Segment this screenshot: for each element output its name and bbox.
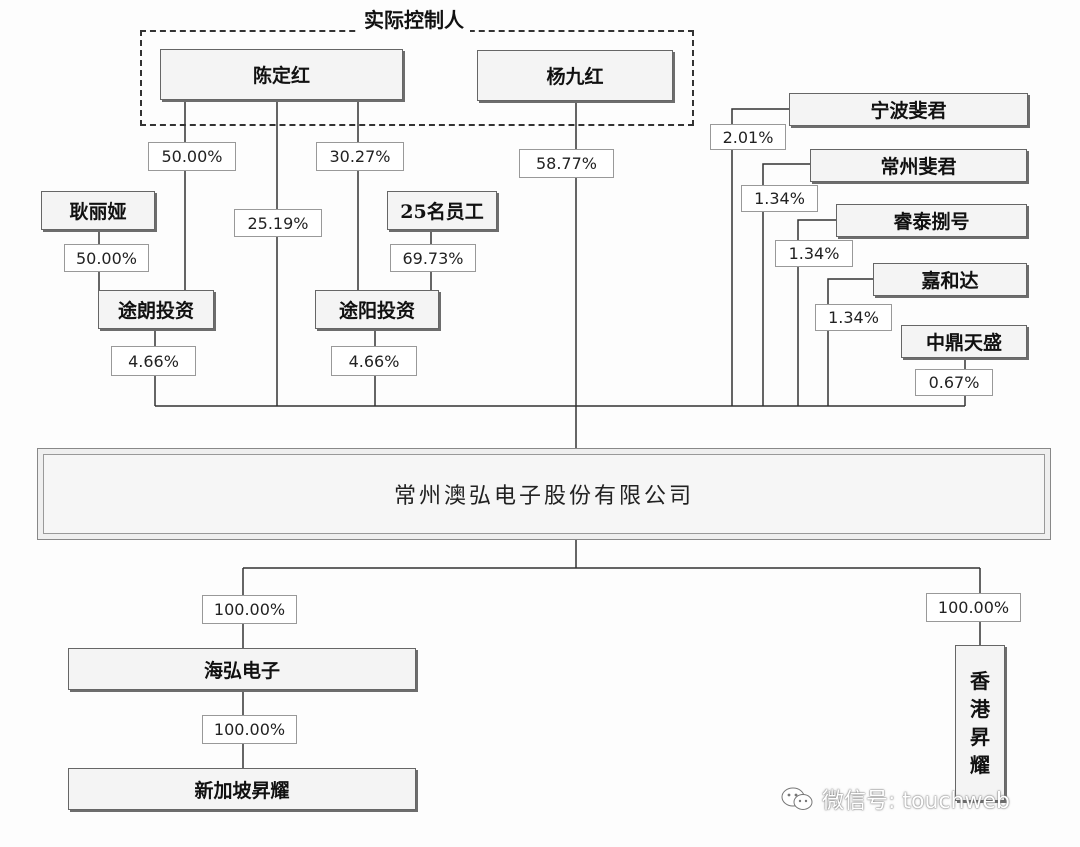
pct-yang-direct: 58.77%	[519, 149, 614, 178]
node-hk-char-1: 香	[970, 669, 990, 693]
pct-tulang-company: 4.66%	[111, 346, 196, 376]
pct-ningbo: 2.01%	[710, 124, 786, 150]
node-yang: 杨九红	[477, 50, 673, 101]
watermark: 微信号: touchweb	[780, 783, 1010, 815]
pct-tuyang-company: 4.66%	[331, 346, 417, 376]
node-chen: 陈定红	[160, 49, 403, 100]
node-geng: 耿丽娅	[41, 191, 155, 230]
node-rongtai: 睿泰捌号	[836, 204, 1027, 237]
node-company: 常州澳弘电子股份有限公司	[37, 448, 1051, 540]
node-ningbo: 宁波斐君	[789, 93, 1028, 126]
node-haihong: 海弘电子	[68, 648, 416, 690]
pct-changzhou: 1.34%	[741, 185, 818, 212]
watermark-text: 微信号: touchweb	[822, 789, 1010, 814]
node-hk-char-2: 港	[970, 697, 990, 721]
node-jiahe: 嘉和达	[873, 263, 1027, 296]
node-tulang: 途朗投资	[98, 290, 214, 329]
pct-hk: 100.00%	[926, 593, 1021, 622]
pct-jiahe: 1.34%	[815, 304, 892, 331]
node-singapore: 新加坡昇耀	[68, 768, 416, 810]
pct-rongtai: 1.34%	[775, 240, 853, 267]
pct-chen-tuyang: 30.27%	[316, 142, 404, 171]
node-tuyang: 途阳投资	[315, 290, 439, 329]
wechat-icon	[781, 787, 813, 810]
pct-geng-tulang: 50.00%	[64, 244, 149, 272]
node-hk-char-3: 昇	[970, 725, 990, 749]
pct-chen-tulang: 50.00%	[148, 142, 236, 171]
node-zhongding: 中鼎天盛	[901, 325, 1027, 358]
pct-haihong: 100.00%	[202, 595, 297, 624]
node-hk: 香 港 昇 耀	[955, 645, 1005, 801]
controller-label: 实际控制人	[358, 4, 470, 33]
pct-emp-tuyang: 69.73%	[390, 244, 476, 272]
pct-zhongding: 0.67%	[915, 369, 993, 396]
company-name: 常州澳弘电子股份有限公司	[43, 454, 1045, 534]
pct-singapore: 100.00%	[202, 715, 297, 744]
node-employees: 25名员工	[387, 191, 497, 230]
node-hk-char-4: 耀	[970, 753, 990, 777]
pct-chen-direct: 25.19%	[234, 209, 322, 237]
node-changzhou: 常州斐君	[810, 149, 1027, 182]
